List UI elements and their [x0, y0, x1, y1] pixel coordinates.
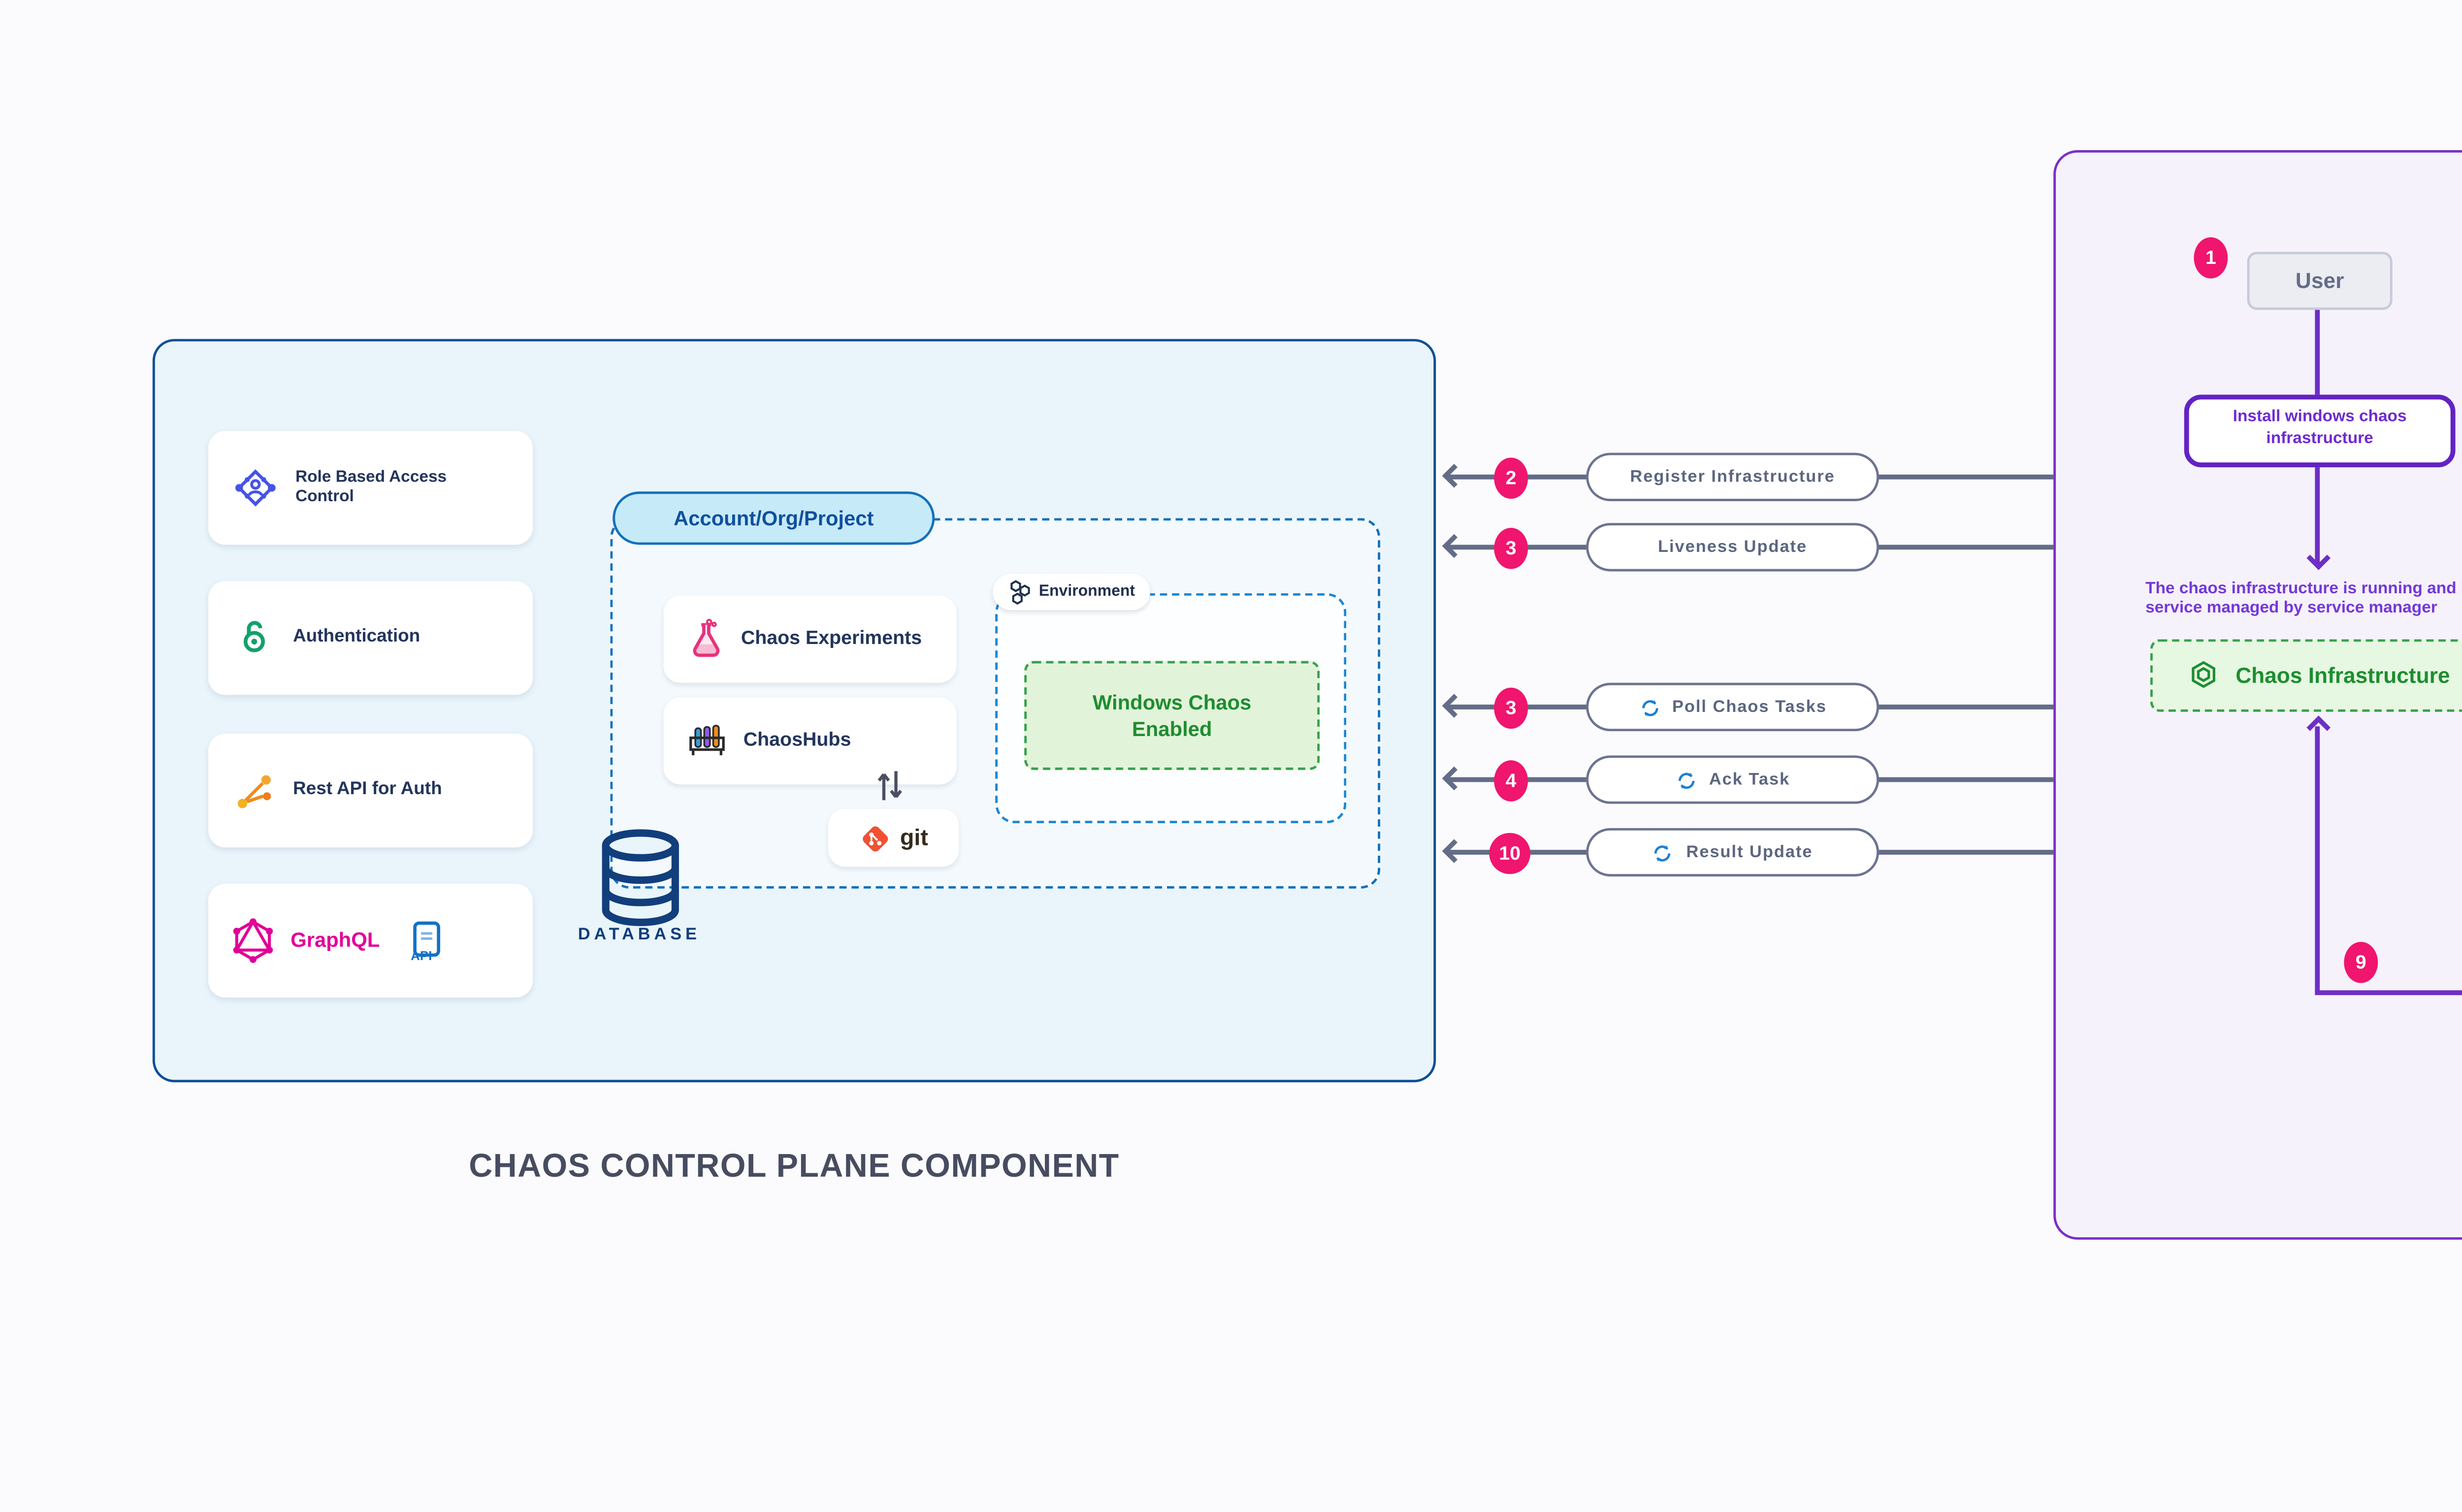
step-badge: 10	[1489, 832, 1530, 873]
flask-icon	[685, 617, 727, 661]
arrowhead-left	[1442, 839, 1466, 863]
service-card-authentication: Authentication	[208, 581, 533, 695]
execution-plane-title: CHAOS EXECUTION PLANE COMPONENT	[2053, 1317, 2462, 1353]
sync-icon	[1675, 769, 1697, 790]
git-icon	[859, 822, 890, 854]
git-sync-arrows-icon	[876, 768, 903, 804]
chaoshubs-card: ChaosHubs	[663, 697, 957, 785]
flow-line	[2315, 310, 2320, 395]
connector-pill-register-infrastructure: Register Infrastructure	[1586, 452, 1879, 501]
connector-pill-ack-task: Ack Task	[1586, 755, 1879, 804]
flow-line	[2315, 726, 2320, 993]
arrowhead-left	[1442, 534, 1466, 558]
connector-pill-poll-chaos-tasks: Poll Chaos Tasks	[1586, 682, 1879, 732]
connector-label: Poll Chaos Tasks	[1672, 698, 1827, 716]
arrowhead-left	[1442, 766, 1466, 791]
git-label: git	[900, 824, 928, 851]
git-card: git	[828, 808, 959, 867]
arrowhead-left	[1442, 463, 1466, 488]
service-label: Role Based Access Control	[295, 470, 447, 505]
connector-pill-liveness-update: Liveness Update	[1586, 523, 1879, 572]
auth-icon	[232, 615, 276, 661]
connector-label: Result Update	[1686, 843, 1813, 861]
hexagon-icon	[2187, 659, 2221, 693]
database-icon	[596, 828, 685, 928]
step-badge: 4	[1494, 759, 1528, 801]
step-badge: 9	[2344, 940, 2378, 982]
card-label: Chaos Experiments	[741, 626, 922, 648]
rest-api-icon	[232, 769, 276, 812]
service-card-rbac: Role Based Access Control	[208, 431, 533, 545]
test-tube-rack-icon	[685, 719, 729, 763]
service-label: GraphQL	[291, 927, 380, 951]
service-label: Authentication	[293, 625, 421, 647]
chaos-infrastructure-box: Chaos Infrastructure	[2150, 639, 2462, 712]
service-card-graphql: GraphQL API	[208, 883, 533, 998]
user-box: User	[2247, 252, 2393, 310]
control-plane-title: CHAOS CONTROL PLANE COMPONENT	[469, 1147, 1120, 1184]
account-org-project-pill: Account/Org/Project	[613, 491, 935, 545]
sync-icon	[1652, 841, 1674, 863]
step-badge: 2	[1494, 456, 1528, 498]
chaos-infrastructure-label: Chaos Infrastructure	[2235, 663, 2450, 688]
graphql-icon	[232, 918, 274, 964]
environment-pill: Environment	[993, 574, 1150, 611]
windows-chaos-enabled-box: Windows Chaos Enabled	[1024, 661, 1320, 770]
hexagons-icon	[1007, 579, 1032, 605]
step-badge: 3	[1494, 686, 1528, 728]
rbac-icon	[232, 465, 278, 511]
environment-label: Environment	[1038, 583, 1135, 601]
infra-note: The chaos infrastructure is running and …	[2145, 581, 2462, 617]
api-doc-icon: API	[409, 920, 443, 963]
step-badge: 1	[2194, 237, 2228, 279]
connector-label: Liveness Update	[1658, 539, 1808, 556]
step-badge: 3	[1494, 526, 1528, 568]
flow-line	[2315, 990, 2462, 996]
connector-label: Register Infrastructure	[1630, 468, 1835, 485]
connector-label: Ack Task	[1709, 771, 1790, 788]
svg-text:API: API	[410, 949, 431, 963]
install-windows-chaos-infrastructure-box: Install windows chaos infrastructure	[2184, 394, 2456, 468]
chaos-experiments-card: Chaos Experiments	[663, 595, 957, 683]
card-label: ChaosHubs	[743, 728, 851, 750]
arrowhead-left	[1442, 694, 1466, 718]
service-label: Rest API for Auth	[293, 778, 442, 800]
database-label: DATABASE	[578, 927, 701, 944]
service-card-rest-api: Rest API for Auth	[208, 734, 533, 848]
connector-pill-result-update: Result Update	[1586, 828, 1879, 877]
flow-line	[2315, 467, 2320, 564]
sync-icon	[1638, 696, 1660, 718]
